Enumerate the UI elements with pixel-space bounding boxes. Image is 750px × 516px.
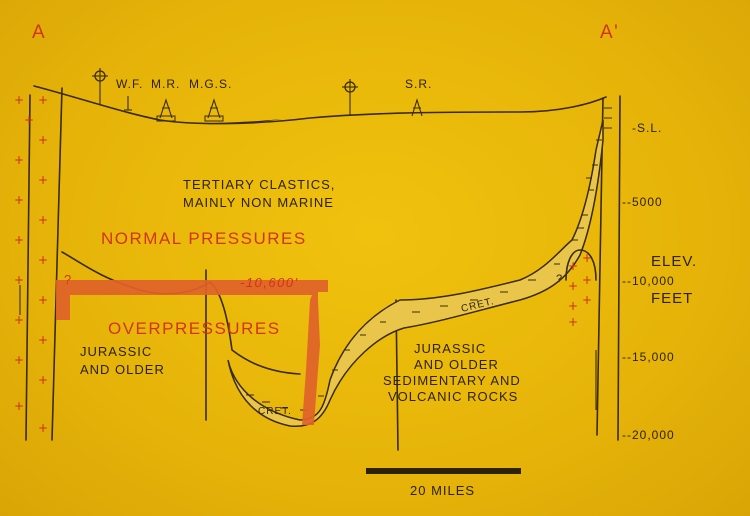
unknown-mark-left: ? <box>64 272 73 287</box>
svg-text:+: + <box>14 399 24 413</box>
svg-text:+: + <box>24 113 34 127</box>
jurassic-right-line4: VOLCANIC ROCKS <box>388 389 518 404</box>
svg-text:+: + <box>568 279 578 293</box>
svg-text:+: + <box>568 315 578 329</box>
svg-text:+: + <box>14 313 24 327</box>
jurassic-left-line2: AND OLDER <box>80 362 165 377</box>
svg-text:+: + <box>582 293 592 307</box>
elev-tick-5000: --5000 <box>622 195 663 209</box>
svg-text:+: + <box>14 153 24 167</box>
elev-axis-title-line1: ELEV. <box>651 253 697 270</box>
svg-text:+: + <box>14 93 24 107</box>
cret-label-left: CRET. <box>258 406 292 417</box>
svg-text:+: + <box>14 193 24 207</box>
tertiary-label-line2: MAINLY NON MARINE <box>183 195 334 210</box>
section-start-label: A <box>32 22 46 43</box>
svg-text:+: + <box>14 273 24 287</box>
cretaceous-band <box>227 119 604 428</box>
jurassic-right-line2: AND OLDER <box>414 357 499 372</box>
well-label-sr: S.R. <box>405 77 432 91</box>
basement-top-right <box>565 249 597 281</box>
svg-text:+: + <box>38 293 48 307</box>
unknown-mark-right: ? <box>556 273 563 285</box>
svg-text:+: + <box>38 173 48 187</box>
left-fault-line-inner <box>51 87 63 441</box>
svg-text:+: + <box>568 299 578 313</box>
jurassic-right-line3: SEDIMENTARY AND <box>383 373 521 388</box>
svg-text:+: + <box>38 333 48 347</box>
svg-text:+: + <box>582 273 592 287</box>
pressure-top-depth-label: -10,600' <box>240 275 299 290</box>
elev-tick-10000: --10,000 <box>622 274 675 288</box>
scale-bar-label: 20 MILES <box>410 483 475 498</box>
right-fault-line-outer <box>617 95 621 441</box>
svg-text:+: + <box>38 93 48 107</box>
well-label-mgs: M.G.S. <box>189 77 232 91</box>
elev-tick-sl: -S.L. <box>632 121 662 135</box>
well-label-mr: M.R. <box>151 77 180 91</box>
svg-text:+: + <box>38 213 48 227</box>
svg-text:+: + <box>38 373 48 387</box>
well-label-wf: W.F. <box>116 77 143 91</box>
overpressure-boundary-band <box>56 280 328 425</box>
svg-text:+: + <box>38 421 48 435</box>
section-end-label: A' <box>600 22 619 43</box>
tertiary-label-line1: TERTIARY CLASTICS, <box>183 177 335 192</box>
svg-text:+: + <box>38 133 48 147</box>
scale-bar <box>366 468 521 474</box>
elev-tick-15000: --15,000 <box>622 350 675 364</box>
surface-oil-zone <box>158 119 282 124</box>
left-fault-line-outer <box>25 94 31 441</box>
svg-text:+: + <box>38 253 48 267</box>
basement-plus-symbols-left: ++ ++ ++ ++ ++ ++ ++ ++ ++ <box>14 93 48 435</box>
overpressures-label: OVERPRESSURES <box>108 319 281 338</box>
ground-surface <box>33 85 607 125</box>
well-symbols <box>92 68 423 122</box>
elev-axis-title-line2: FEET <box>651 290 693 307</box>
normal-pressures-label: NORMAL PRESSURES <box>101 229 307 248</box>
svg-text:+: + <box>14 353 24 367</box>
svg-text:+: + <box>14 233 24 247</box>
svg-text:+: + <box>568 259 578 273</box>
jurassic-left-line1: JURASSIC <box>80 344 152 359</box>
jurassic-right-line1: JURASSIC <box>414 341 486 356</box>
svg-text:+: + <box>582 251 592 265</box>
basement-plus-symbols-right: + + + + + + + <box>568 251 592 329</box>
elev-tick-20000: --20,000 <box>622 428 675 442</box>
